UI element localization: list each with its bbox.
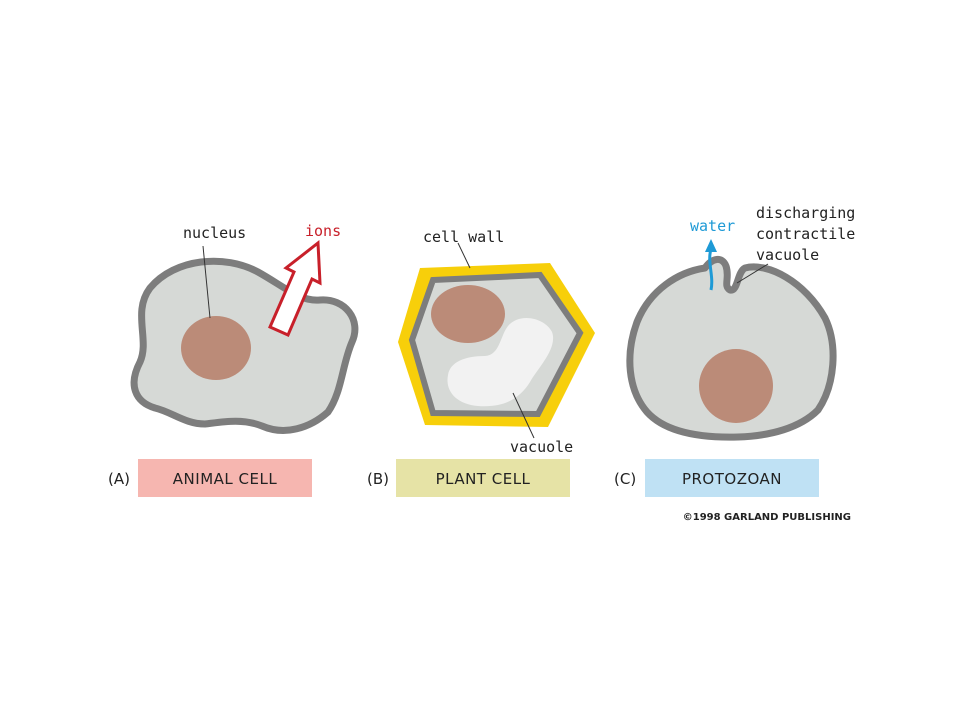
plant-cell-vacuole [447, 318, 554, 407]
nucleus-leader-line [202, 245, 211, 319]
panel-letter-a: (A) [108, 470, 130, 488]
panel-label-c: PROTOZOAN [682, 470, 782, 488]
cell-wall-leader-line [457, 242, 471, 269]
panel-letter-b: (B) [367, 470, 389, 488]
copyright-notice: ©1998 GARLAND PUBLISHING [683, 512, 851, 523]
nucleus-label: nucleus [183, 224, 246, 242]
animal-cell-panel: nucleus ions [130, 222, 359, 434]
panel-label-b-box [396, 459, 570, 497]
contractile-vacuole-label-line-1: discharging [756, 204, 855, 222]
contractile-vacuole-label-line-3: vacuole [756, 246, 819, 264]
contractile-vacuole-leader-line [736, 263, 769, 284]
contractile-vacuole-label: discharging contractile vacuole [756, 204, 864, 264]
contractile-vacuole-label-line-2: contractile [756, 225, 855, 243]
panel-label-a-box [138, 459, 312, 497]
animal-cell-nucleus [181, 316, 251, 380]
vacuole-label: vacuole [510, 438, 573, 456]
water-label: water [690, 217, 735, 235]
cell-wall-label: cell wall [423, 228, 504, 246]
protozoan-panel: water discharging contractile vacuole [626, 204, 864, 441]
water-arrow [708, 248, 714, 291]
plant-cell-nucleus [431, 285, 505, 343]
panel-label-b: PLANT CELL [436, 470, 531, 488]
ions-label: ions [305, 222, 341, 240]
protozoan-cell-body [626, 256, 837, 441]
panel-label-c-box [645, 459, 819, 497]
protozoan-nucleus [699, 349, 773, 423]
plant-cell-panel: cell wall vacuole [398, 228, 595, 456]
vacuole-leader-line [512, 392, 535, 439]
panel-letter-c: (C) [614, 470, 636, 488]
panel-label-a: ANIMAL CELL [173, 470, 278, 488]
ions-arrow [268, 240, 322, 337]
panel-captions: (A) ANIMAL CELL (B) PLANT CELL (C) PROTO… [108, 459, 819, 497]
water-arrow-head [705, 239, 717, 252]
